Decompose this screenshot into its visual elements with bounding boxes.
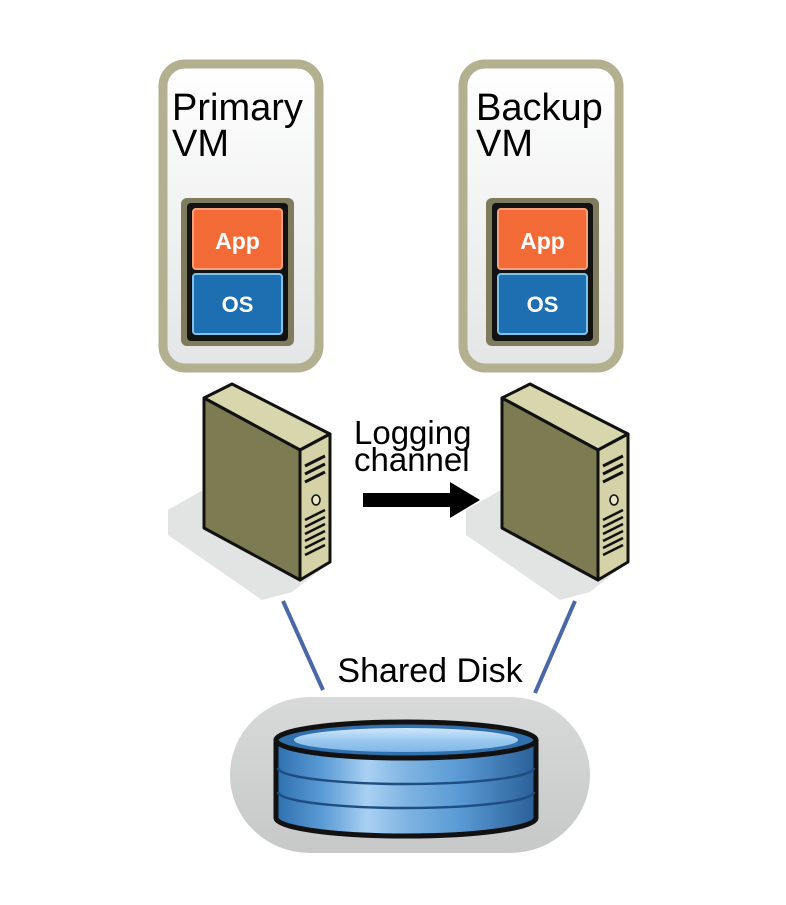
primary-app-label: App — [215, 228, 260, 254]
backup-disk-connector — [533, 600, 577, 694]
primary-os-label: OS — [222, 292, 254, 317]
backup-os-label: OS — [527, 292, 559, 317]
backup-vm-title-line1: Backup — [476, 87, 603, 129]
primary-vm-title-line1: Primary — [172, 87, 303, 129]
backup-os-block: OS — [497, 273, 588, 335]
backup-app-stack: App OS — [486, 198, 599, 346]
shared-disk-label: Shared Disk — [337, 652, 523, 690]
backup-vm-title-line2: VM — [476, 123, 533, 165]
right-arrow-icon — [363, 482, 480, 518]
backup-app-label: App — [520, 228, 565, 254]
backup-app-block: App — [497, 208, 588, 270]
disk-storage-icon — [230, 697, 590, 853]
primary-vm-card: Primary VM App OS — [158, 59, 324, 373]
primary-vm-title-line2: VM — [172, 123, 229, 165]
backup-vm-card: Backup VM App OS — [458, 59, 624, 373]
logging-channel: Logging channel — [354, 414, 480, 518]
server-tower-icon — [466, 382, 630, 600]
logging-label-line1: Logging — [354, 414, 471, 451]
server-tower-icon — [168, 382, 332, 600]
primary-os-block: OS — [192, 273, 283, 335]
logging-label-line2: channel — [354, 441, 470, 478]
primary-disk-connector — [281, 600, 325, 691]
primary-app-block: App — [192, 208, 283, 270]
primary-app-stack: App OS — [181, 198, 294, 346]
